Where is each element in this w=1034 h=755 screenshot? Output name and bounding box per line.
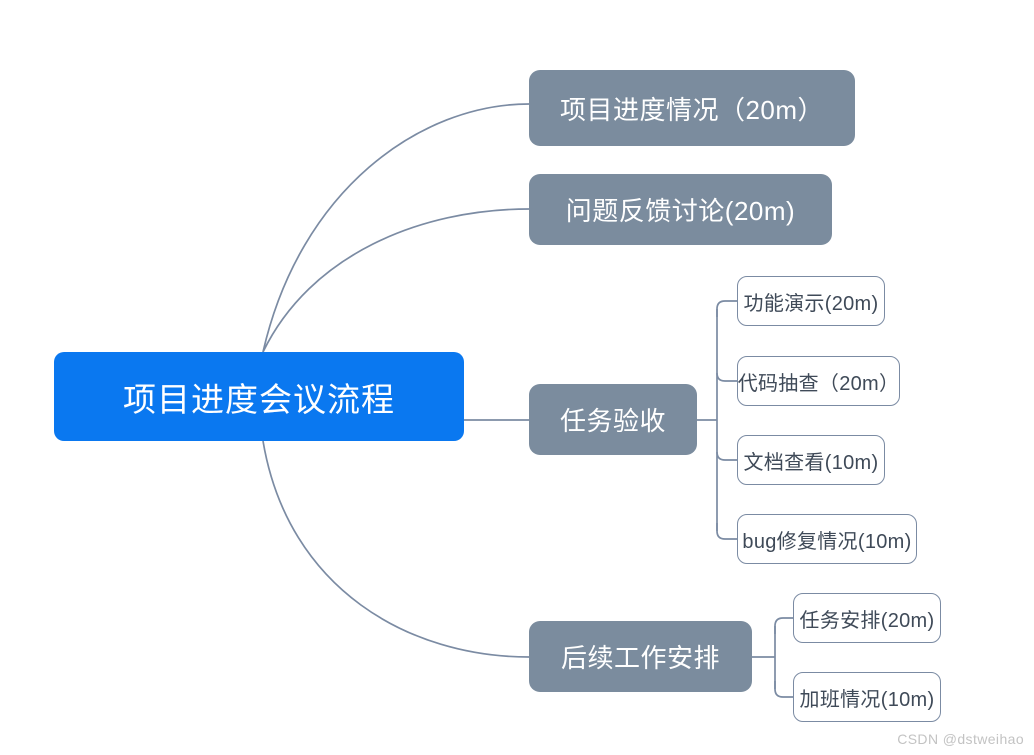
- edge-branch4-to-leaf-2: [774, 681, 793, 698]
- leaf-label: 文档查看(10m): [743, 451, 879, 474]
- leaf-label: 代码抽查（20m）: [737, 372, 900, 395]
- edge-branch3-to-leaf-3: [716, 451, 737, 461]
- branch-node-1[interactable]: 项目进度情况（20m）: [529, 70, 855, 146]
- leaf-node-doc-review[interactable]: 文档查看(10m): [737, 435, 885, 485]
- leaf-label: 任务安排(20m): [799, 609, 935, 632]
- branch-3-label: 任务验收: [559, 406, 666, 436]
- watermark: CSDN @dstweihao: [897, 731, 1024, 747]
- edge-branch4-to-leaf-1: [774, 617, 793, 634]
- edge-root-to-branch-4: [262, 440, 530, 658]
- leaf-node-functional-demo[interactable]: 功能演示(20m): [737, 276, 885, 326]
- leaf-node-code-review[interactable]: 代码抽查（20m）: [737, 356, 900, 406]
- branch-2-label: 问题反馈讨论(20m): [565, 196, 796, 226]
- edge-branch3-to-leaf-4: [716, 523, 737, 540]
- branch-node-2[interactable]: 问题反馈讨论(20m): [529, 174, 832, 245]
- leaf-label: 功能演示(20m): [743, 292, 879, 315]
- edge-root-to-branch-1: [262, 103, 530, 353]
- leaf-node-overtime-status[interactable]: 加班情况(10m): [793, 672, 941, 722]
- branch-node-4[interactable]: 后续工作安排: [529, 621, 752, 692]
- edge-branch3-to-leaf-1: [716, 300, 737, 317]
- leaf-node-bugfix-status[interactable]: bug修复情况(10m): [737, 514, 917, 564]
- mindmap-root-node[interactable]: 项目进度会议流程: [54, 352, 464, 441]
- leaf-label: 加班情况(10m): [799, 688, 935, 711]
- root-label: 项目进度会议流程: [123, 380, 395, 418]
- branch-4-label: 后续工作安排: [560, 643, 720, 673]
- edge-branch3-to-leaf-2: [716, 372, 737, 382]
- leaf-node-task-assignment[interactable]: 任务安排(20m): [793, 593, 941, 643]
- edge-root-to-branch-2: [262, 208, 530, 353]
- branch-1-label: 项目进度情况（20m）: [559, 94, 825, 125]
- leaf-label: bug修复情况(10m): [742, 530, 912, 553]
- branch-node-3[interactable]: 任务验收: [529, 384, 697, 455]
